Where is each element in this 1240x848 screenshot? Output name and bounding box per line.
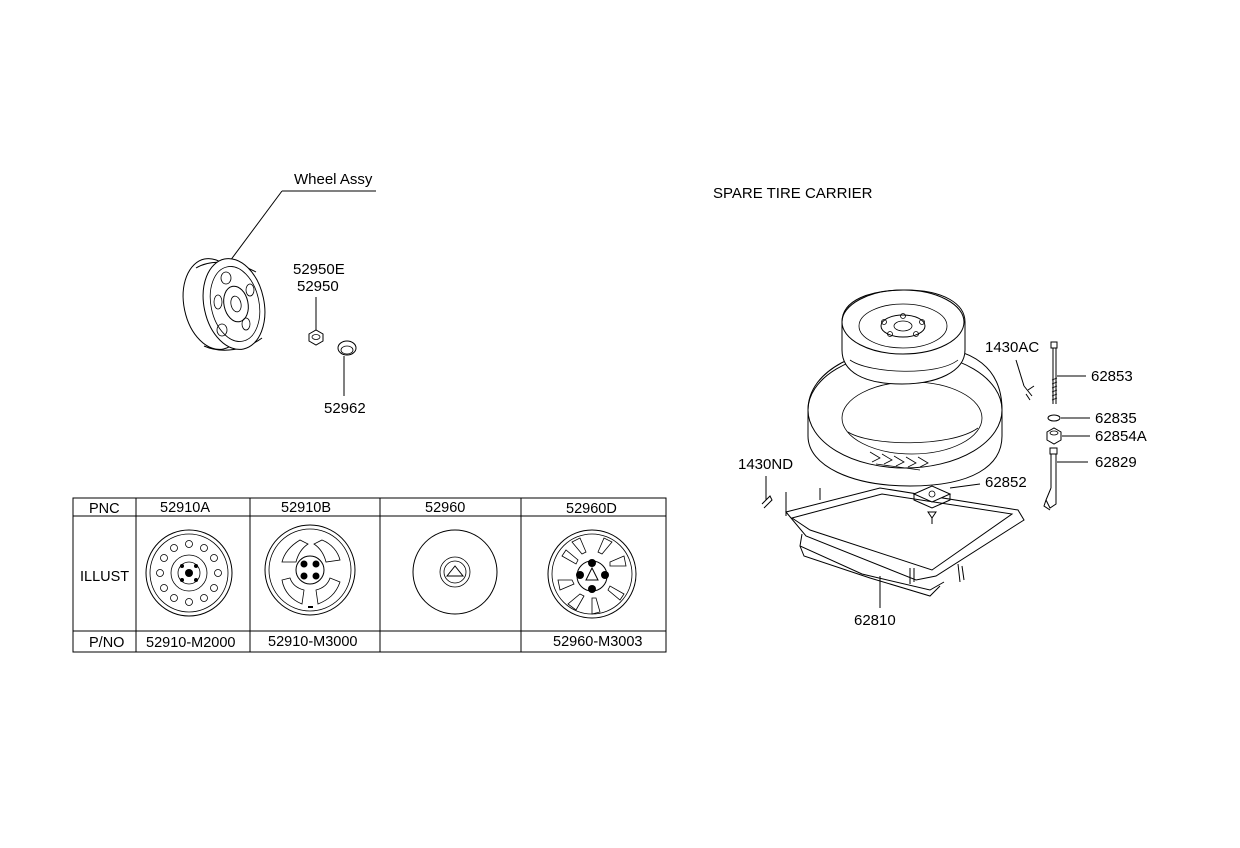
clip-drawing [761, 495, 773, 509]
bracket-drawing [912, 485, 952, 524]
alloy-multispoke-illustration [547, 529, 637, 619]
nut-label-52950e: 52950E [293, 261, 345, 278]
label-62829: 62829 [1095, 454, 1137, 471]
wheel-cover-illustration [412, 529, 498, 615]
label-62835: 62835 [1095, 410, 1137, 427]
lug-nut-drawing [308, 329, 324, 346]
label-62854a: 62854A [1095, 428, 1147, 445]
pnc-cell: 52960 [425, 500, 465, 516]
pnc-cell: 52910B [281, 500, 331, 516]
parts-table: PNC ILLUST P/NO 52910A 52910B 52960 5296… [72, 497, 667, 653]
wheel-assy-label: Wheel Assy [294, 171, 373, 188]
label-62853: 62853 [1091, 368, 1133, 385]
pnc-cell: 52960D [566, 501, 617, 517]
wheel-assy-group: Wheel Assy 52950E 52950 [182, 171, 376, 417]
label-1430ac: 1430AC [985, 339, 1039, 356]
rod-drawing [1050, 341, 1058, 404]
label-62810: 62810 [854, 612, 896, 629]
bolt-leader [1015, 359, 1025, 387]
row-header-pno: P/NO [89, 635, 124, 651]
pno-cell: 52960-M3003 [553, 634, 643, 650]
bracket-leader [949, 483, 981, 489]
bolt-drawing [1023, 385, 1035, 401]
center-cap-drawing [337, 340, 357, 356]
washer-drawing [1047, 414, 1061, 422]
cap-label-52962: 52962 [324, 400, 366, 417]
nut-label-52950: 52950 [297, 278, 339, 295]
alloy-wheel-illustration [264, 524, 356, 616]
wheel-assy-leader [226, 190, 283, 266]
carrier-frame-drawing [785, 487, 1025, 597]
label-1430nd: 1430ND [738, 456, 793, 473]
row-header-illust: ILLUST [80, 569, 129, 585]
carrier-title: SPARE TIRE CARRIER [713, 185, 873, 202]
wing-nut-drawing [1046, 427, 1062, 445]
spare-rim-drawing [841, 289, 966, 385]
pno-cell: 52910-M3000 [268, 634, 358, 650]
pnc-cell: 52910A [160, 500, 210, 516]
steel-wheel-illustration [145, 529, 233, 617]
wheel-assy-drawing [182, 258, 266, 351]
hook-drawing [1043, 447, 1058, 511]
label-62852: 62852 [985, 474, 1027, 491]
spare-tire-carrier-group: SPARE TIRE CARRIER [713, 185, 1147, 629]
pno-cell: 52910-M2000 [146, 635, 236, 651]
row-header-pnc: PNC [89, 501, 120, 517]
